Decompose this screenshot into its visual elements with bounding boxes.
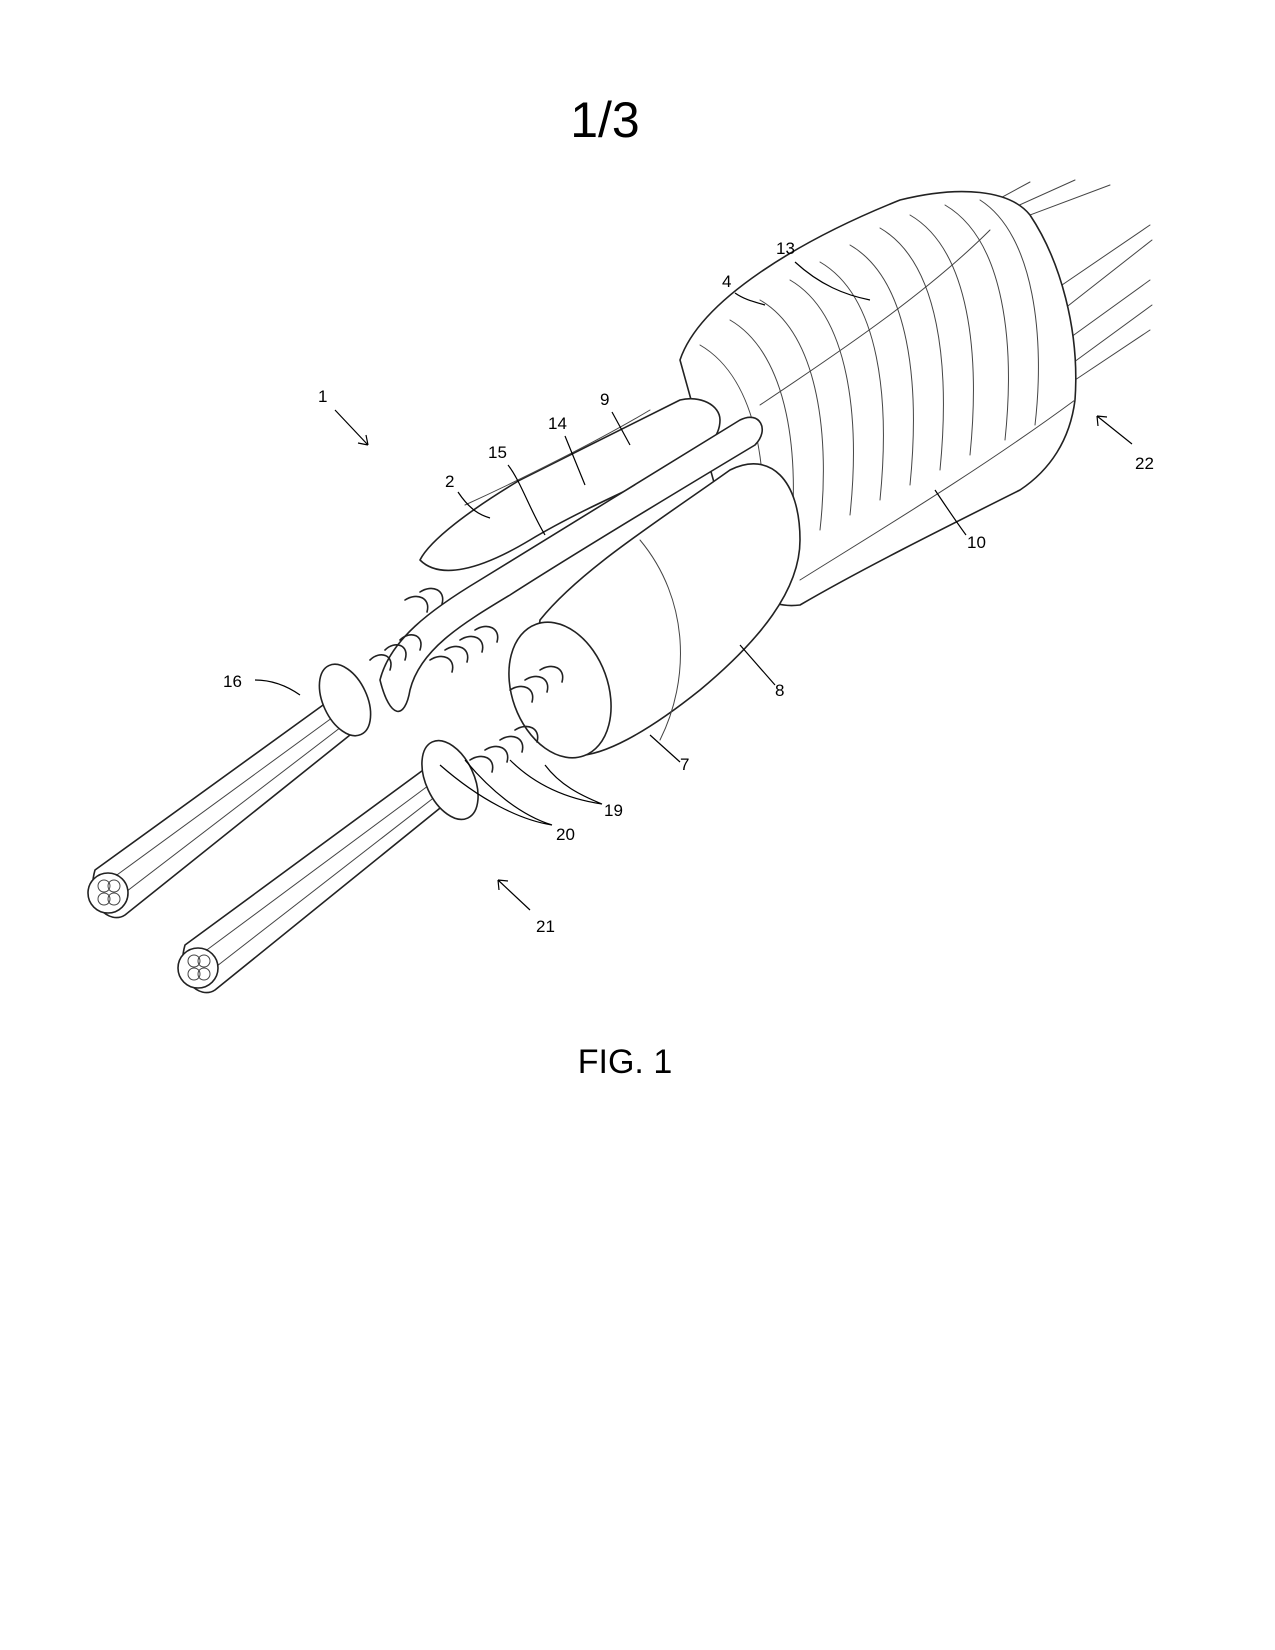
reference-labels: 1 2 4 7 8 9 10 13 14 15 16 19 20 21 22	[223, 239, 1154, 936]
ref-label-8: 8	[775, 681, 784, 700]
ref-label-10: 10	[967, 533, 986, 552]
sheet-number: 1/3	[570, 92, 640, 148]
ref-label-20: 20	[556, 825, 575, 844]
ref-label-22: 22	[1135, 454, 1154, 473]
ref-label-14: 14	[548, 414, 567, 433]
left-cables	[87, 697, 457, 994]
figure-caption: FIG. 1	[577, 1043, 673, 1081]
ref-label-19: 19	[604, 801, 623, 820]
ref-label-21: 21	[536, 917, 555, 936]
springs	[369, 587, 564, 773]
ref-label-13: 13	[776, 239, 795, 258]
washers	[318, 663, 479, 821]
ref-label-2: 2	[445, 472, 454, 491]
ref-label-15: 15	[488, 443, 507, 462]
ref-label-4: 4	[722, 272, 731, 291]
ref-label-7: 7	[680, 755, 689, 774]
ref-label-1: 1	[318, 387, 327, 406]
ref-label-9: 9	[600, 390, 609, 409]
clamp-bracket	[379, 398, 764, 713]
ref-label-16: 16	[223, 672, 242, 691]
inner-body	[508, 463, 801, 759]
